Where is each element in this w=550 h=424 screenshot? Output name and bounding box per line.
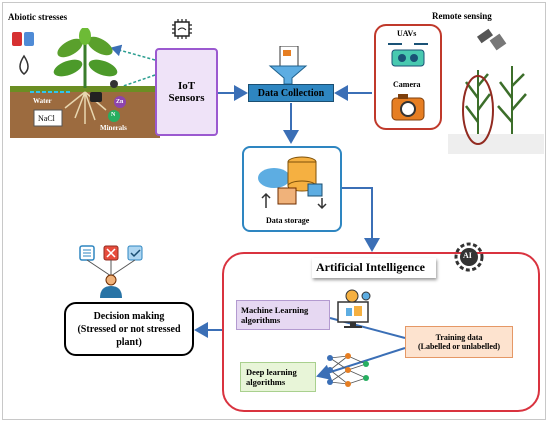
funnel-document-icon [268, 46, 308, 84]
dl-line1: Deep learning [246, 367, 297, 377]
remote-sensing-title: Remote sensing [432, 11, 492, 21]
ai-title: Artificial Intelligence [316, 260, 425, 274]
ai-title-panel [312, 258, 436, 278]
database-cloud-icon [258, 156, 327, 210]
camera-icon [391, 94, 425, 121]
water-label: Water [33, 97, 52, 105]
decision-line3: plant) [116, 336, 142, 348]
uavs-label: UAVs [397, 29, 417, 38]
decision-box: Decision making (Stressed or not stresse… [64, 302, 194, 356]
thermometer-hot-icon [12, 32, 22, 46]
data-storage-box [242, 146, 342, 232]
ml-line2: algorithms [241, 315, 281, 325]
soil-sensor-icon [90, 92, 102, 102]
abiotic-stresses-title: Abiotic stresses [8, 12, 68, 22]
arrow-sensor-to-plant [110, 44, 156, 61]
drone-icon [388, 43, 428, 67]
ai-box [222, 252, 540, 412]
data-collection-box: Data Collection [248, 84, 334, 102]
drought-drop-icon [19, 54, 29, 75]
decision-person-icon [79, 245, 143, 298]
satellite-icon [476, 28, 507, 51]
ml-computer-icon [337, 289, 371, 328]
figure-frame [2, 2, 546, 420]
plant-soil-illustration [10, 28, 160, 138]
minerals-label: Minerals [100, 124, 127, 132]
data-storage-label: Data storage [266, 216, 310, 225]
n-label: N [111, 112, 116, 118]
iot-line2: Sensors [168, 92, 205, 104]
ai-gear-icon [454, 242, 484, 272]
dl-line2: algorithms [246, 377, 286, 387]
camera-label: Camera [393, 80, 421, 89]
training-data-box: Training data (Labelled or unlabelled) [405, 326, 513, 358]
training-line2: (Labelled or unlabelled) [417, 342, 501, 351]
ml-line1: Machine Learning [241, 305, 309, 315]
iot-sensors-box: IoT Sensors [155, 48, 218, 136]
thermometer-cold-icon [24, 32, 34, 46]
approve-icon [127, 245, 143, 261]
neural-network-icon [327, 353, 369, 387]
highlight-ellipse [462, 75, 494, 145]
crop-field-illustration [448, 28, 544, 154]
ml-box: Machine Learning algorithms [236, 300, 330, 330]
training-line1: Training data [435, 333, 483, 342]
remote-devices-box [374, 24, 442, 130]
iot-line1: IoT [177, 80, 196, 92]
nacl-box [33, 109, 63, 127]
zn-label: Zn [116, 99, 124, 105]
nacl-label: NaCl [38, 114, 55, 123]
n-mineral-icon [108, 110, 120, 122]
ai-badge: AI [463, 251, 472, 260]
zn-mineral-icon [114, 96, 126, 108]
chip-icon [172, 19, 192, 39]
arrow-storage-to-ai [342, 187, 380, 252]
dl-box: Deep learning algorithms [240, 362, 316, 392]
decision-line1: Decision making [93, 310, 165, 322]
decision-line2: (Stressed or not stressed [77, 323, 181, 335]
